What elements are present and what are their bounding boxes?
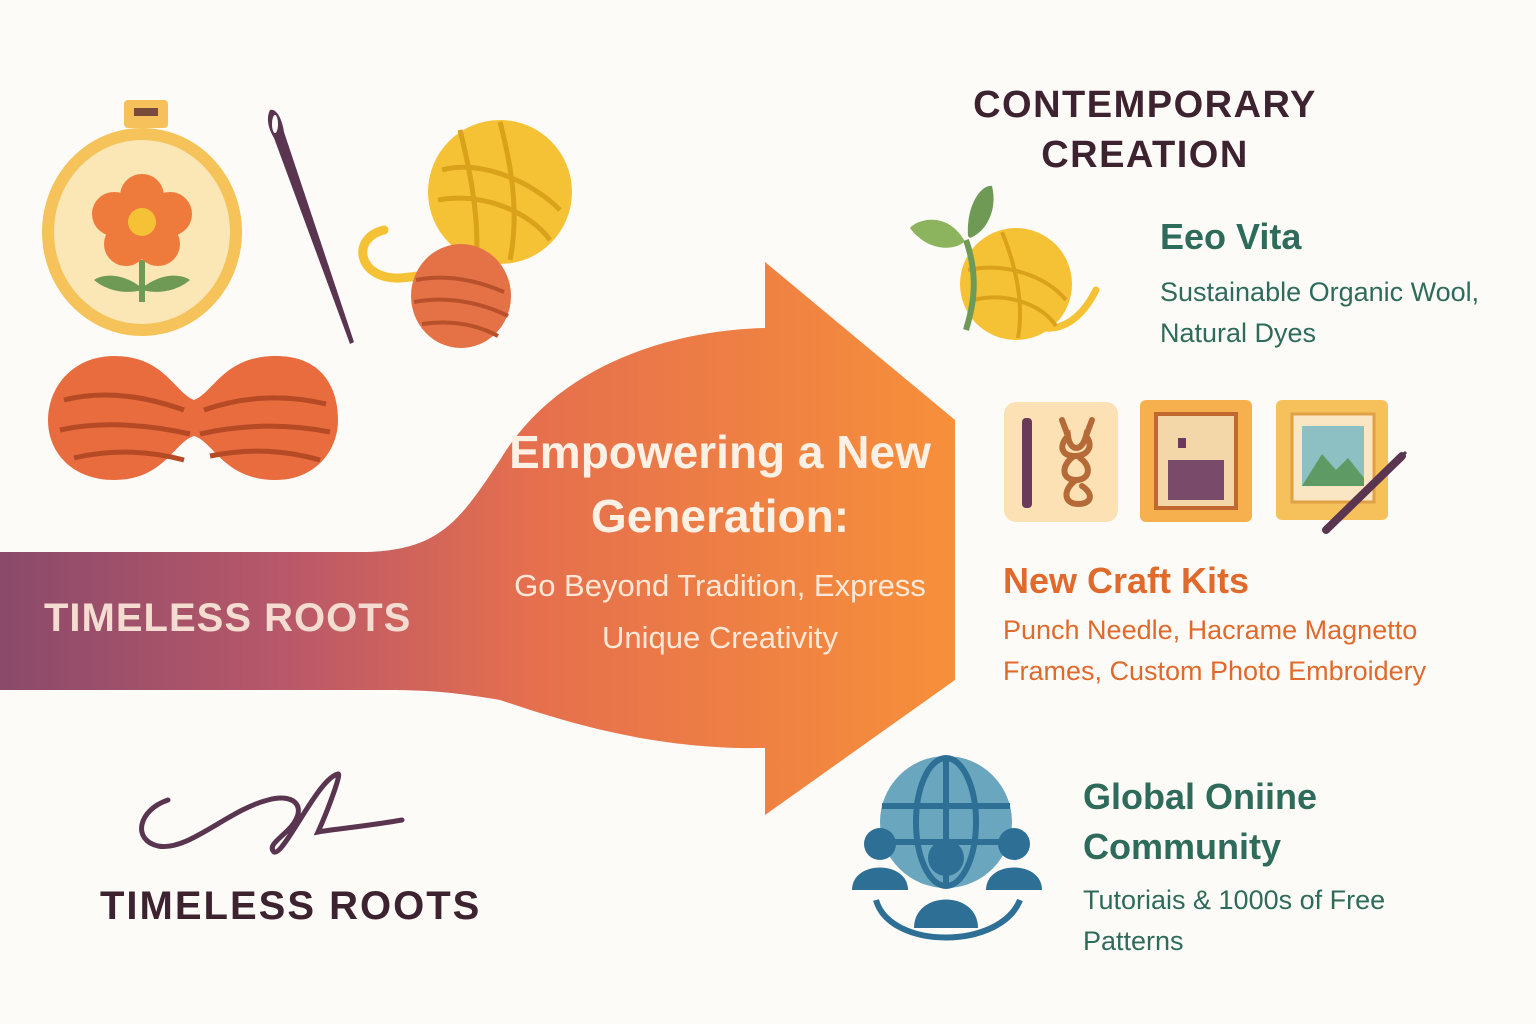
- eco-vita-description: Sustainable Organic Wool, Natural Dyes: [1160, 277, 1480, 348]
- global-community-title: Global Oniine Community: [1083, 776, 1318, 867]
- arrow-shape: [0, 262, 955, 815]
- eco-vita-title: Eeo Vita: [1160, 216, 1302, 257]
- new-craft-kits-title: New Craft Kits: [1003, 560, 1250, 601]
- global-community-description: Tutoriais & 1000s of Free Patterns: [1083, 885, 1386, 956]
- new-craft-kits-description: Punch Needle, Hacrame Magnetto Frames, C…: [1003, 615, 1427, 686]
- timeless-roots-bottom-label: TIMELESS ROOTS: [100, 884, 482, 928]
- globe-community-icon: [852, 755, 1042, 941]
- eco-yarn-leaf-icon: [910, 185, 1100, 340]
- embroidery-hoop-icon: [42, 100, 242, 336]
- thread-swirl-icon: [139, 771, 405, 855]
- contemporary-creation-heading: CONTEMPORARY CREATION: [973, 84, 1317, 176]
- orange-yarn-ball-icon: [411, 244, 511, 348]
- magnet-frame-icon: [1140, 400, 1252, 522]
- arrow-subline: Go Beyond Tradition, Express Unique Crea…: [514, 568, 926, 655]
- yarn-skein-icon: [48, 356, 338, 480]
- arrow-headline: Empowering a New Generation:: [509, 426, 931, 542]
- punch-needle-kit-icon: [1004, 402, 1118, 522]
- photo-embroidery-icon: [1276, 400, 1408, 534]
- needle-icon: [267, 109, 354, 344]
- timeless-roots-band-label: TIMELESS ROOTS: [44, 596, 412, 640]
